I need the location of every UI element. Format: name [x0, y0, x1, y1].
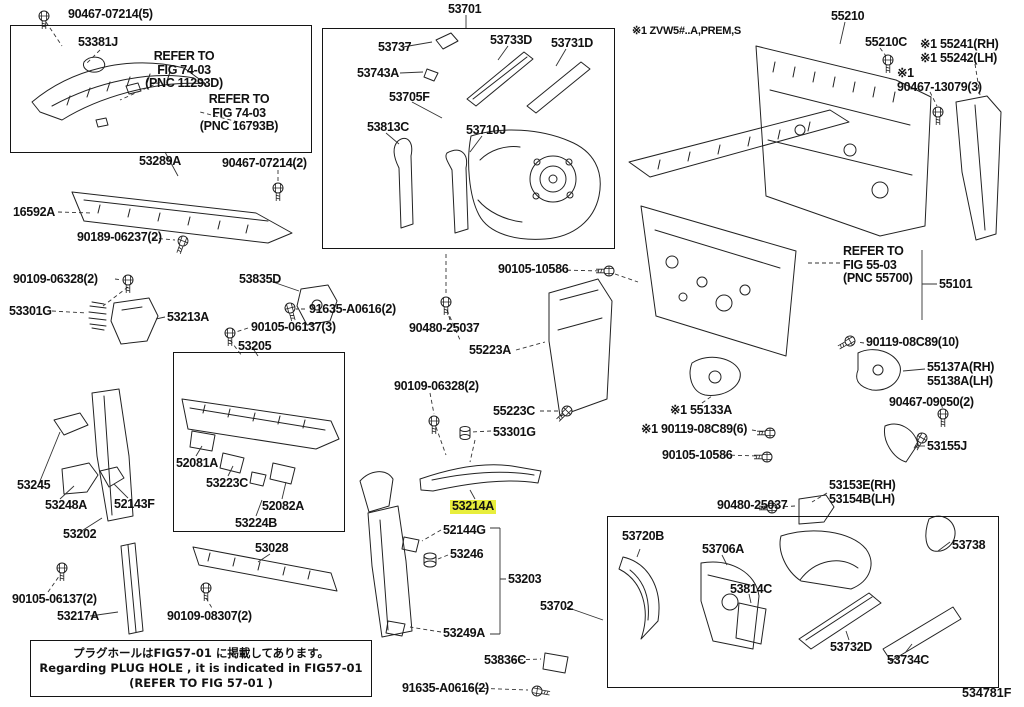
part-label-52082A: 52082A	[262, 499, 304, 513]
part-label-55137A-RH-55138A-LH: 55137A(RH) 55138A(LH)	[927, 360, 995, 388]
part-label-53381J: 53381J	[78, 35, 118, 49]
part-label-53246: 53246	[450, 547, 484, 561]
part-label-53710J: 53710J	[466, 123, 506, 137]
part-label-53732D: 53732D	[830, 640, 872, 654]
part-label-52144G: 52144G	[443, 523, 486, 537]
part-label-90467-07214-5: 90467-07214(5)	[68, 7, 153, 21]
part-label-55223C: 55223C	[493, 404, 535, 418]
part-label-90109-08307-2: 90109-08307(2)	[167, 609, 252, 623]
part-label-53705F: 53705F	[389, 90, 430, 104]
inset-box-cowl-louver	[10, 25, 312, 153]
part-label-90109-06328-2: 90109-06328(2)	[394, 379, 479, 393]
part-label-90480-25037: 90480-25037	[717, 498, 788, 512]
part-label-53249A: 53249A	[443, 626, 485, 640]
part-label-90467-07214-2: 90467-07214(2)	[222, 156, 307, 170]
part-label-53702: 53702	[540, 599, 574, 613]
part-label-REFER-TO-FIG-74-03-PNC-11293D: REFER TO FIG 74-03 (PNC 11293D)	[145, 49, 223, 90]
part-label-55223A: 55223A	[469, 343, 511, 357]
part-label-90105-10586: 90105-10586	[662, 448, 733, 462]
part-label-53028: 53028	[255, 541, 289, 555]
part-label-53217A: 53217A	[57, 609, 99, 623]
part-label-53224B: 53224B	[235, 516, 277, 530]
part-label-1-55241-RH-1-55242-LH: ※1 55241(RH) ※1 55242(LH)	[920, 37, 999, 65]
part-label-53203: 53203	[508, 572, 542, 586]
plug-hole-note-en: Regarding PLUG HOLE , it is indicated in…	[39, 661, 363, 676]
part-label-53738: 53738	[952, 538, 986, 552]
part-label-52143F: 52143F	[114, 497, 155, 511]
part-label-53836C: 53836C	[484, 653, 526, 667]
part-label-55210C: 55210C	[865, 35, 907, 49]
part-label-53734C: 53734C	[887, 653, 929, 667]
part-label-53743A: 53743A	[357, 66, 399, 80]
part-label-90105-10586: 90105-10586	[498, 262, 569, 276]
part-label-53701: 53701	[448, 2, 482, 16]
part-label-53813C: 53813C	[367, 120, 409, 134]
part-label-53202: 53202	[63, 527, 97, 541]
part-label-55101: 55101	[939, 277, 973, 291]
part-label-53835D: 53835D	[239, 272, 281, 286]
part-label-53733D: 53733D	[490, 33, 532, 47]
plug-hole-note-jp: プラグホールはFIG57-01 に掲載してあります。	[72, 646, 329, 661]
part-label-53205: 53205	[238, 339, 272, 353]
plug-hole-note-ref: (REFER TO FIG 57-01 )	[129, 675, 273, 690]
part-label-16592A: 16592A	[13, 205, 55, 219]
part-label-90105-06137-3: 90105-06137(3)	[251, 320, 336, 334]
part-label-53706A: 53706A	[702, 542, 744, 556]
part-label-53155J: 53155J	[927, 439, 967, 453]
plug-hole-note-box: プラグホールはFIG57-01 に掲載してあります。 Regarding PLU…	[30, 640, 372, 697]
part-label-53245: 53245	[17, 478, 51, 492]
part-label-1-90119-08C89-6: ※1 90119-08C89(6)	[641, 422, 748, 436]
part-label-90480-25037: 90480-25037	[409, 321, 480, 335]
part-label-53731D: 53731D	[551, 36, 593, 50]
selected-part-label-53214A: 53214A	[450, 499, 496, 514]
part-label-1-55133A: ※1 55133A	[670, 403, 732, 417]
part-label-91635-A0616-2: 91635-A0616(2)	[402, 681, 489, 695]
part-label-53737: 53737	[378, 40, 412, 54]
part-label-90119-08C89-10: 90119-08C89(10)	[866, 335, 959, 349]
part-label-91635-A0616-2: 91635-A0616(2)	[309, 302, 396, 316]
part-label-REFER-TO-FIG-55-03-PNC-55700: REFER TO FIG 55-03 (PNC 55700)	[843, 244, 913, 285]
part-label-90467-09050-2: 90467-09050(2)	[889, 395, 974, 409]
part-label-53223C: 53223C	[206, 476, 248, 490]
part-label-90105-06137-2: 90105-06137(2)	[12, 592, 97, 606]
part-label-53814C: 53814C	[730, 582, 772, 596]
part-label-90189-06237-2: 90189-06237(2)	[77, 230, 162, 244]
part-label-53301G: 53301G	[493, 425, 536, 439]
inset-box-53205	[173, 352, 345, 532]
inset-box-53702	[607, 516, 999, 688]
part-label-REFER-TO-FIG-74-03-PNC-16793B: REFER TO FIG 74-03 (PNC 16793B)	[199, 92, 279, 133]
part-label-90109-06328-2: 90109-06328(2)	[13, 272, 98, 286]
inset-box-53701	[322, 28, 615, 249]
part-label-53289A: 53289A	[139, 154, 181, 168]
part-label-53213A: 53213A	[167, 310, 209, 324]
part-label-55210: 55210	[831, 9, 865, 23]
part-label-53301G: 53301G	[9, 304, 52, 318]
part-label-52081A: 52081A	[176, 456, 218, 470]
part-label-53248A: 53248A	[45, 498, 87, 512]
drawing-code: 534781F	[962, 686, 1012, 700]
part-label-53153E-RH-53154B-LH: 53153E(RH) 53154B(LH)	[829, 478, 896, 506]
part-label-1-90467-13079-3: ※1 90467-13079(3)	[897, 66, 982, 94]
part-label-1-ZVW5-A-PREM-S: ※1 ZVW5#..A,PREM,S	[632, 25, 741, 37]
part-label-53720B: 53720B	[622, 529, 664, 543]
